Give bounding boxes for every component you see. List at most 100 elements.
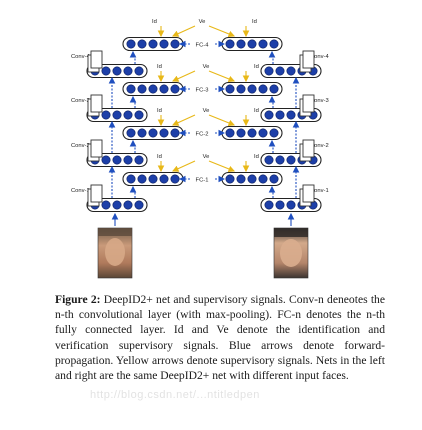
neuron bbox=[134, 66, 144, 76]
forward-arrow bbox=[129, 95, 137, 108]
neuron bbox=[137, 128, 147, 138]
neuron bbox=[247, 174, 257, 184]
supervisory-arrow bbox=[171, 70, 196, 82]
forward-arrow bbox=[268, 185, 276, 198]
neuron bbox=[269, 84, 279, 94]
conv1-right-glyph bbox=[299, 184, 315, 207]
forward-arrow bbox=[268, 139, 276, 153]
ve-label: Ve bbox=[203, 108, 210, 114]
fc3-right-box bbox=[221, 81, 283, 97]
conv-glyph-front bbox=[90, 94, 103, 113]
conv-glyph-front bbox=[302, 50, 315, 69]
neuron bbox=[112, 155, 122, 165]
face-right-skin bbox=[280, 239, 302, 267]
neuron bbox=[225, 84, 235, 94]
fc3-label: FC-3 bbox=[196, 88, 209, 94]
neuron bbox=[236, 128, 246, 138]
neuron bbox=[286, 110, 296, 120]
id-label-left: Id bbox=[157, 108, 162, 114]
conv-glyph-front bbox=[90, 50, 103, 69]
neuron bbox=[170, 84, 180, 94]
fc4-label: FC-4 bbox=[196, 43, 210, 49]
neuron bbox=[126, 39, 136, 49]
fc2-right-box bbox=[221, 125, 283, 141]
neuron bbox=[264, 155, 274, 165]
neuron bbox=[126, 174, 136, 184]
conv4-right-label: Conv-4 bbox=[310, 54, 329, 60]
id-label-left: Id bbox=[157, 154, 162, 160]
neuron bbox=[264, 110, 274, 120]
neuron bbox=[225, 174, 235, 184]
figure-caption: Figure 2: DeepID2+ net and supervisory s… bbox=[55, 292, 385, 383]
neuron bbox=[258, 39, 268, 49]
neuron bbox=[269, 128, 279, 138]
conv1-left-label: Conv-1 bbox=[71, 188, 90, 194]
neuron bbox=[236, 39, 246, 49]
neuron bbox=[264, 200, 274, 210]
neuron bbox=[275, 155, 285, 165]
conv2-left-label: Conv-2 bbox=[71, 143, 90, 149]
conv3-left-glyph bbox=[87, 94, 103, 117]
neuron bbox=[159, 84, 169, 94]
neuron bbox=[112, 200, 122, 210]
conv1-left-glyph bbox=[87, 184, 103, 207]
face-photo-left bbox=[97, 227, 133, 279]
neuron bbox=[159, 39, 169, 49]
conv-glyph-front bbox=[90, 184, 103, 203]
neuron bbox=[123, 66, 133, 76]
conv3-right-label: Conv-3 bbox=[310, 98, 329, 104]
neuron bbox=[101, 155, 111, 165]
neuron bbox=[126, 128, 136, 138]
neuron bbox=[126, 84, 136, 94]
neuron bbox=[159, 174, 169, 184]
neuron bbox=[123, 155, 133, 165]
face-photo-right bbox=[273, 227, 309, 279]
fc2-label: FC-2 bbox=[196, 132, 209, 138]
fc1-right-box bbox=[221, 171, 283, 187]
neuron bbox=[258, 128, 268, 138]
watermark: http://blog.csdn.net/...ntitledpen bbox=[90, 389, 260, 401]
caption-text: DeepID2+ net and supervisory signals. Co… bbox=[55, 293, 386, 383]
supervisory-arrow bbox=[208, 70, 236, 83]
fc2-left-box bbox=[122, 125, 184, 141]
conv3-right-glyph bbox=[299, 94, 315, 117]
neuron bbox=[236, 84, 246, 94]
neuron bbox=[137, 39, 147, 49]
neuron bbox=[101, 66, 111, 76]
neuron bbox=[286, 66, 296, 76]
neuron bbox=[225, 128, 235, 138]
neuron bbox=[101, 110, 111, 120]
neuron bbox=[137, 174, 147, 184]
id-label-left: Id bbox=[157, 64, 162, 70]
supervisory-arrow bbox=[208, 114, 236, 127]
conv4-right-glyph bbox=[299, 50, 315, 73]
neuron bbox=[123, 110, 133, 120]
neuron bbox=[123, 200, 133, 210]
neuron bbox=[236, 174, 246, 184]
conv2-right-glyph bbox=[299, 139, 315, 162]
conv-glyph-front bbox=[90, 139, 103, 158]
conv2-left-glyph bbox=[87, 139, 103, 162]
id-label-right: Id bbox=[254, 154, 259, 160]
neuron bbox=[275, 66, 285, 76]
neuron bbox=[112, 66, 122, 76]
neuron bbox=[269, 174, 279, 184]
neuron bbox=[258, 174, 268, 184]
neuron bbox=[247, 128, 257, 138]
fc1-label: FC-1 bbox=[196, 178, 209, 184]
supervisory-arrow bbox=[171, 160, 196, 172]
ve-label: Ve bbox=[199, 19, 206, 25]
neuron bbox=[170, 128, 180, 138]
id-label-right: Id bbox=[252, 19, 257, 25]
neuron bbox=[134, 155, 144, 165]
fc4-right-box bbox=[221, 36, 283, 52]
figure-label: Figure 2: bbox=[55, 293, 101, 306]
neuron bbox=[247, 84, 257, 94]
neuron bbox=[170, 39, 180, 49]
neuron bbox=[148, 174, 158, 184]
neuron bbox=[225, 39, 235, 49]
conv-glyph-front bbox=[302, 94, 315, 113]
conv-glyph-front bbox=[302, 184, 315, 203]
face-left-hair bbox=[98, 228, 132, 236]
